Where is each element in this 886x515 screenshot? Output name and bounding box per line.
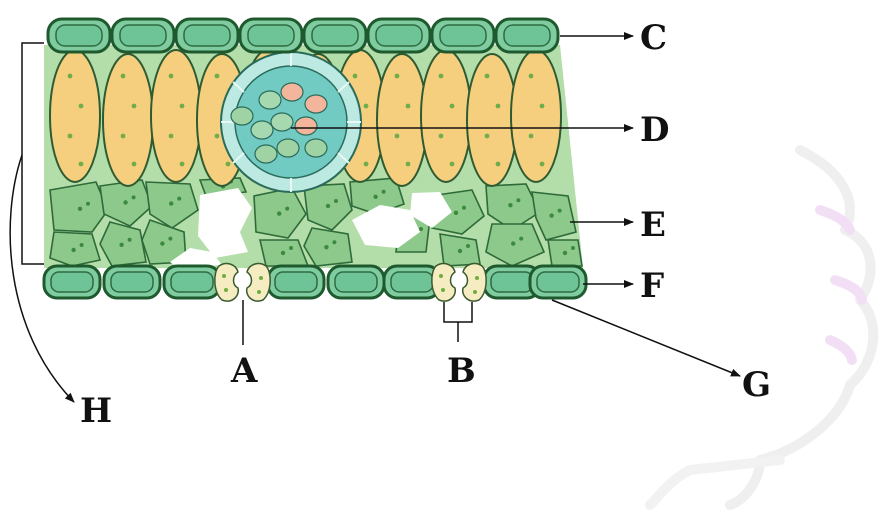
label-c: C — [640, 18, 667, 58]
vein-cell — [305, 139, 327, 157]
spongy-cell — [548, 240, 582, 266]
stoma-b — [432, 264, 486, 302]
epidermis-cell — [328, 266, 384, 298]
vein-cell — [305, 95, 327, 113]
palisade-cell — [467, 54, 517, 186]
spongy-cell — [50, 232, 100, 266]
vein-cell — [231, 107, 253, 125]
leader-g — [552, 300, 740, 376]
palisade-cell — [511, 50, 561, 182]
epidermis-cell — [368, 19, 430, 52]
epidermis-cell — [164, 266, 220, 298]
vein-cell — [251, 121, 273, 139]
vein-cell — [259, 91, 281, 109]
stoma-a — [215, 264, 270, 302]
epidermis-cell — [240, 19, 302, 52]
epidermis-cell — [176, 19, 238, 52]
palisade-cell — [377, 54, 427, 186]
label-d: D — [640, 110, 669, 150]
epidermis-cell — [530, 266, 586, 298]
label-a: A — [230, 351, 258, 391]
leader-b — [444, 302, 472, 342]
label-b: B — [447, 351, 476, 391]
epidermis-cell — [112, 19, 174, 52]
epidermis-cell — [304, 19, 366, 52]
vein-cell — [271, 113, 293, 131]
epidermis-cell — [496, 19, 558, 52]
label-e: E — [640, 205, 666, 245]
label-f: F — [640, 266, 664, 306]
palisade-cell — [421, 50, 471, 182]
lower-epidermis — [44, 266, 586, 298]
palisade-cell — [50, 50, 100, 182]
epidermis-cell — [432, 19, 494, 52]
epidermis-cell — [104, 266, 160, 298]
label-h: H — [80, 391, 112, 431]
label-g: G — [742, 365, 771, 405]
epidermis-cell — [268, 266, 324, 298]
epidermis-cell — [48, 19, 110, 52]
palisade-cell — [103, 54, 153, 186]
vein-cell — [255, 145, 277, 163]
palisade-cell — [151, 50, 201, 182]
vein-cell — [277, 139, 299, 157]
bracket-h — [22, 43, 44, 264]
spongy-mesophyll — [50, 178, 582, 266]
vascular-bundle — [221, 52, 361, 192]
vein-cell — [295, 117, 317, 135]
vein-cell — [281, 83, 303, 101]
watermark — [650, 150, 873, 505]
epidermis-cell — [44, 266, 100, 298]
